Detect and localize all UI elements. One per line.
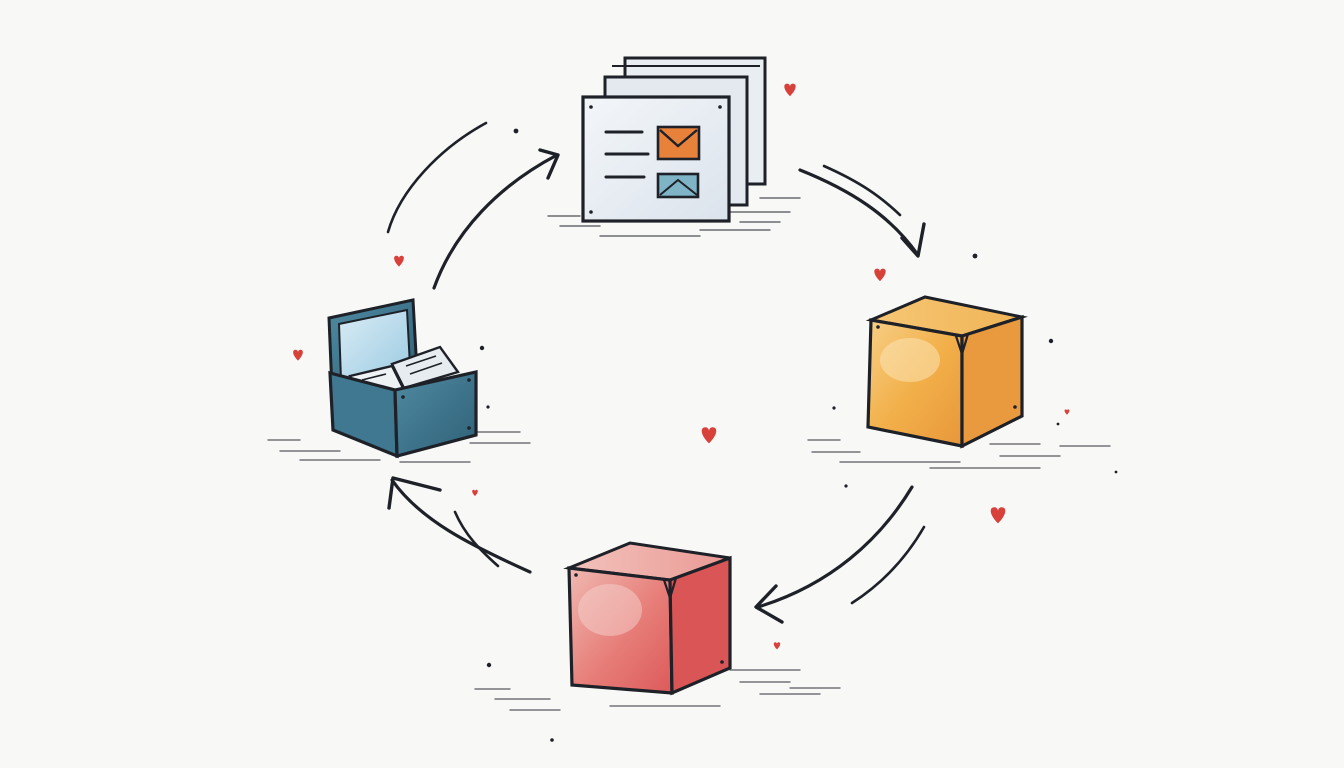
arrow-red-box-to-file-box [387,476,532,574]
heart-icon [472,489,478,497]
ground-hatching [807,439,1111,469]
heart-icon [701,427,717,444]
ground-hatching [474,669,841,711]
arrow-orange-box-to-red-box [754,485,926,624]
ground-hatching [267,431,531,463]
heart-icon [1064,409,1070,415]
file-box-icon [267,298,531,463]
ground-hatching [547,197,801,237]
ink-dots [479,128,1118,742]
document-stack-icon [547,56,801,237]
heart-icon [394,255,404,267]
heart-icon [773,642,781,650]
heart-icon [874,268,886,282]
heart-icon [293,349,303,361]
hearts [293,83,1070,650]
image-thumbnail-icon [656,172,700,199]
envelope-icon [656,125,701,161]
arrow-documents-to-orange-box [798,164,926,258]
heart-icon [990,507,1006,524]
red-box-icon [474,541,841,711]
arrow-file-box-to-documents [386,121,560,290]
orange-box-icon [807,295,1111,469]
heart-icon [784,83,796,97]
